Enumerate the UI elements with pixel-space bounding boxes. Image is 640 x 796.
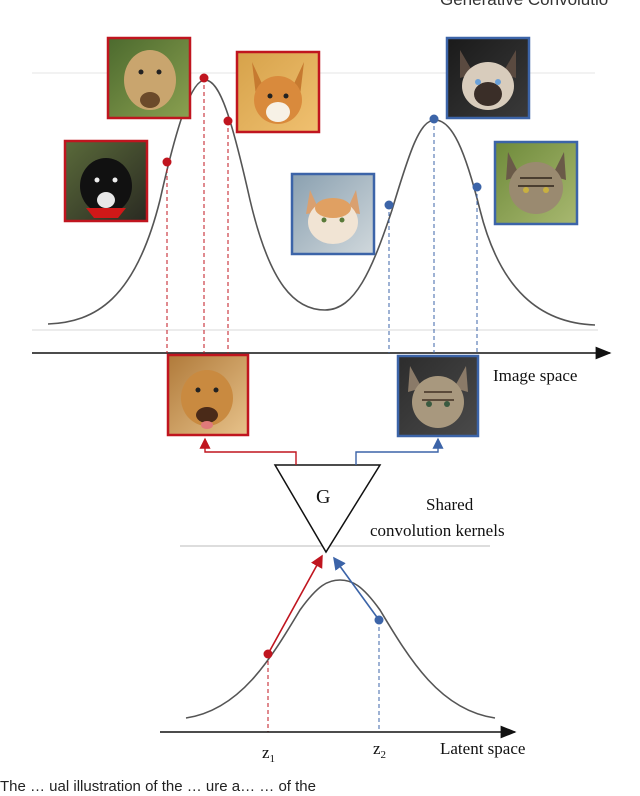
running-header: Generative Convolutio (440, 0, 640, 10)
z1-point (263, 649, 273, 659)
figure-caption: The … ual illustration of the … ure a… …… (0, 778, 316, 795)
generator-to-dog-arrow (199, 437, 297, 465)
dog-point-2 (199, 73, 209, 83)
thumbnail-cat-tabby (493, 140, 579, 226)
thumbnail-dog-corgi (235, 50, 321, 134)
thumbnail-cat-orange-white (290, 172, 376, 256)
cat-point-3 (472, 182, 482, 192)
dog-point-1 (162, 157, 172, 167)
dog-point-3 (223, 116, 233, 126)
thumbnail-cat-tabby-kitten (396, 354, 480, 438)
z1-to-generator-arrow (267, 554, 323, 655)
latent-space-label: Latent space (440, 739, 525, 758)
generator-to-cat-arrow (355, 437, 444, 465)
z2-point (374, 615, 384, 625)
z2-label: z2 (373, 739, 386, 761)
image-space-label: Image space (493, 366, 577, 385)
shared-label-line1: Shared (426, 495, 474, 514)
generator-label: G (316, 486, 330, 508)
generator-triangle (273, 464, 382, 554)
thumbnail-dog-yellow-lab (106, 36, 192, 120)
thumbnail-cat-siamese (445, 36, 531, 120)
cat-point-1 (384, 200, 394, 210)
shared-label-line2: convolution kernels (370, 521, 505, 540)
cat-point-2 (429, 114, 439, 124)
latent-density-curve (185, 579, 496, 719)
thumbnail-dog-black (63, 139, 149, 223)
thumbnail-dog-golden-retriever (166, 353, 250, 437)
z1-label: z1 (262, 743, 275, 765)
z2-to-generator-arrow (333, 556, 380, 621)
